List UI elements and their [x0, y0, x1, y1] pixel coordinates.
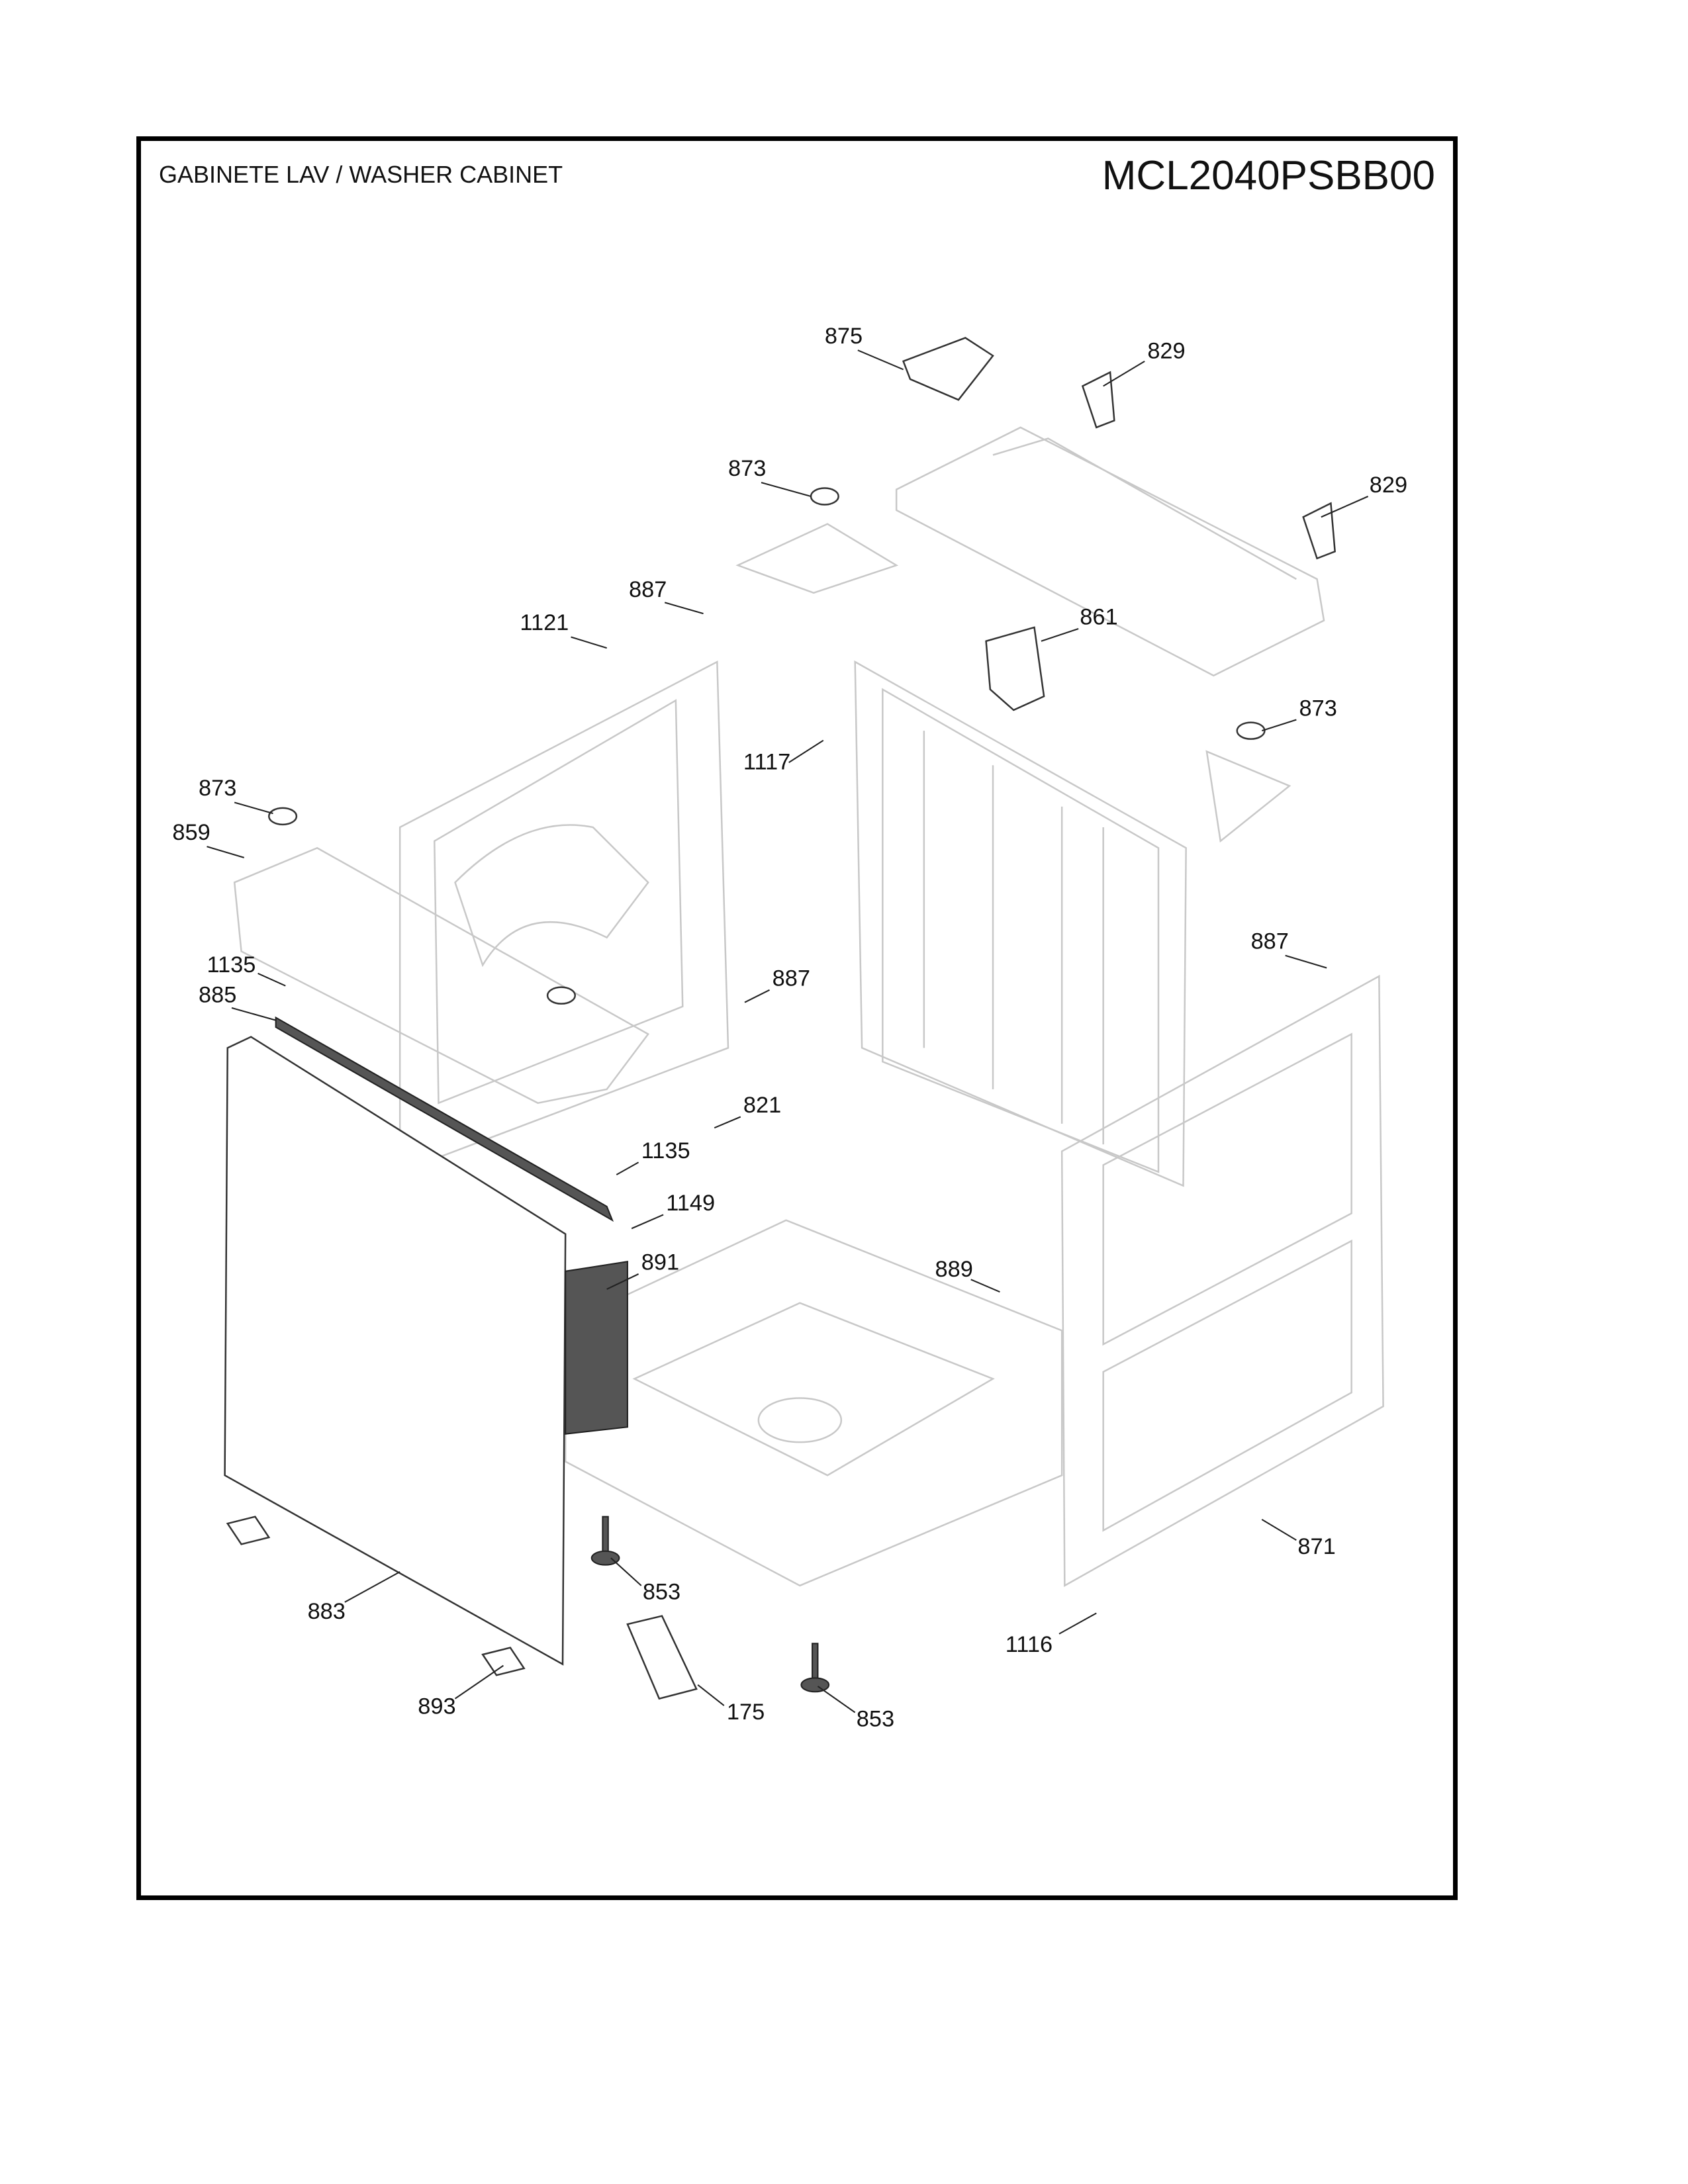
part-callout-873: 873 [199, 776, 236, 801]
part-861-housing [985, 626, 1045, 711]
parts [224, 337, 1336, 1700]
part-853-foot-2 [800, 1643, 830, 1693]
part-829-bracket [1081, 371, 1115, 429]
part-callout-883: 883 [308, 1599, 346, 1624]
part-callout-859: 859 [172, 820, 210, 845]
leader-line [616, 1161, 639, 1175]
leader-line [697, 1684, 725, 1706]
part-875-bracket [902, 337, 994, 401]
part-callout-1149: 1149 [666, 1191, 715, 1216]
part-891-pad [565, 1261, 628, 1435]
leader-line [231, 1007, 276, 1021]
part-853-foot [590, 1516, 620, 1566]
leader-line [857, 349, 904, 371]
leader-line [761, 482, 812, 498]
part-callout-873: 873 [728, 456, 766, 481]
leader-line [970, 1279, 1000, 1293]
leader-line [714, 1116, 741, 1129]
callout-labels: 875 829 873 829 887 1121 861 873 1117 873 859 887 11… [172, 324, 1407, 1732]
part-883-front-panel [224, 1036, 567, 1666]
leader-line [631, 1214, 664, 1230]
leader-line [1321, 496, 1369, 518]
model-number: MCL2040PSBB00 [1102, 153, 1435, 199]
leader-line [207, 846, 245, 858]
cabinet-ghost-drawing [233, 426, 1384, 1587]
leader-line [788, 739, 824, 763]
leader-line [1261, 719, 1297, 732]
leader-line [1058, 1612, 1097, 1635]
part-callout-1135: 1135 [641, 1138, 690, 1163]
leader-line [1261, 1518, 1297, 1541]
part-callout-891: 891 [641, 1250, 679, 1275]
leader-line [744, 989, 770, 1003]
leader-line [1285, 954, 1327, 969]
part-175-pad [626, 1615, 698, 1700]
part-callout-821: 821 [743, 1093, 781, 1118]
leader-line [258, 972, 286, 987]
part-callout-829: 829 [1147, 339, 1185, 364]
part-callout-1135: 1135 [207, 952, 256, 978]
leader-line [454, 1664, 504, 1700]
part-callout-1121: 1121 [520, 610, 569, 635]
leader-line [610, 1557, 642, 1586]
part-callout-853: 853 [857, 1706, 894, 1731]
diagram-title: GABINETE LAV / WASHER CABINET [159, 161, 563, 188]
part-829-bracket-2 [1302, 502, 1336, 560]
part-callout-887: 887 [1251, 929, 1289, 954]
leader-line [606, 1273, 639, 1290]
part-callout-871: 871 [1297, 1534, 1335, 1559]
leader-line [1103, 360, 1145, 387]
leader-line [664, 602, 704, 615]
part-callout-885: 885 [199, 983, 236, 1008]
leader-line [571, 636, 607, 649]
part-885-strip [275, 1016, 614, 1222]
part-callout-1117: 1117 [743, 750, 790, 775]
part-callout-873: 873 [1299, 696, 1337, 721]
part-callout-889: 889 [935, 1257, 973, 1282]
leader-line [1041, 628, 1079, 642]
part-callout-893: 893 [418, 1694, 455, 1719]
leader-line [817, 1686, 856, 1713]
part-callout-829: 829 [1370, 473, 1407, 498]
leader-line [344, 1571, 400, 1603]
leader-line [234, 801, 273, 815]
part-callout-875: 875 [825, 324, 863, 349]
part-callout-1116: 1116 [1006, 1632, 1053, 1657]
part-callout-853: 853 [643, 1580, 680, 1605]
part-callout-861: 861 [1080, 605, 1117, 630]
part-callout-887: 887 [773, 966, 810, 991]
drawing-border [136, 136, 1458, 1900]
part-callout-175: 175 [727, 1700, 765, 1725]
part-callout-887: 887 [629, 577, 667, 602]
